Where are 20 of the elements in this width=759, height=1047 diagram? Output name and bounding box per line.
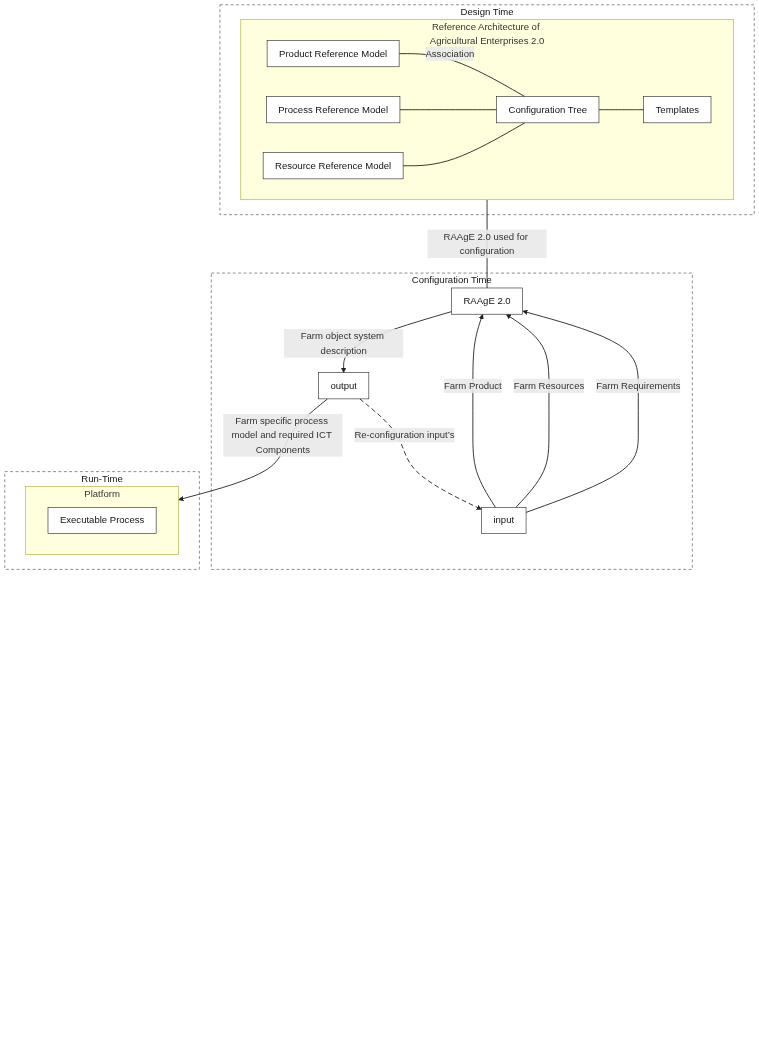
edge-label: Farm object system description (300, 330, 384, 356)
edge-label: Association (425, 48, 475, 59)
node-box: Resource Reference Model (262, 152, 404, 180)
edge-label: Farm Requirements (596, 380, 681, 391)
connector (399, 109, 498, 111)
edge-label: Farm Product (443, 380, 502, 391)
connector (402, 122, 526, 167)
edge-label: Farm Resources (513, 380, 585, 391)
node-box: Process Reference Model (266, 96, 401, 124)
node-box: output (318, 372, 370, 400)
node-box: input (481, 507, 527, 534)
node-box: Configuration Tree (496, 96, 600, 124)
edge-label: RAAgE 2.0 used for configuration (443, 231, 528, 256)
connector (598, 109, 645, 111)
node-box: RAAgE 2.0 (451, 287, 523, 315)
node-box: Templates (643, 96, 712, 124)
node-box: Executable Process (47, 507, 157, 534)
node-box: Product Reference Model (266, 40, 400, 68)
edge-label: Farm specific process model and required ICT Components (231, 415, 332, 455)
edge-label: Re-configuration input’s (354, 429, 455, 441)
